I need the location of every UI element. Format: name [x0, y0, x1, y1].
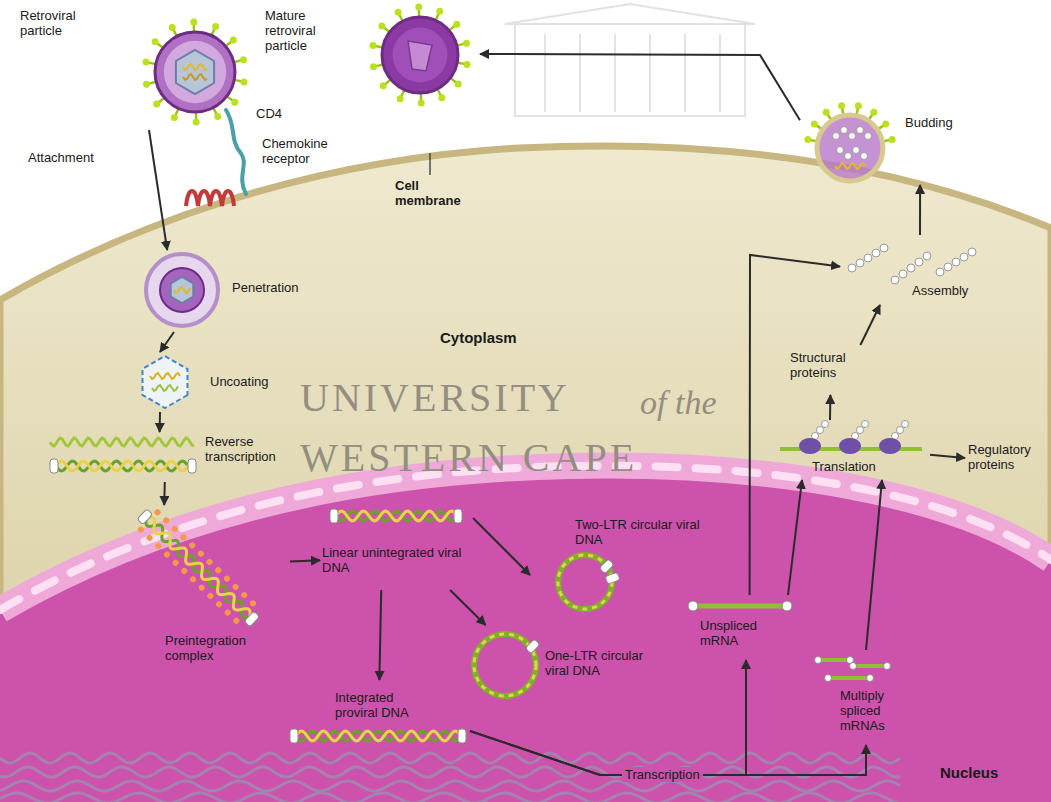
stage: Multiply spliced mRNAs [810, 650, 950, 745]
stage: One-LTR circular viral DNA [465, 625, 670, 705]
region-label: Nucleus [940, 765, 1020, 780]
label-holder: Chemokine receptor [262, 136, 342, 166]
stage: Unspliced mRNA [680, 595, 800, 660]
budding-figure [800, 95, 980, 185]
stage-label: Mature retroviral particle [265, 8, 340, 53]
part-label: Chemokine receptor [262, 136, 342, 166]
leader-line [429, 153, 430, 175]
virus-particle: Retroviral particle [15, 5, 250, 130]
label-holder: UNIVERSITY [300, 376, 620, 420]
stage-label: Translation [812, 459, 892, 474]
stage: Assembly [840, 235, 1000, 305]
stage-label: Budding [905, 115, 975, 130]
edge-label: Transcription [622, 767, 703, 782]
stage-label: Retroviral particle [20, 8, 100, 38]
stage: Translation [770, 420, 930, 480]
stage-label: Preintegration complex [165, 633, 265, 663]
stage-label: One-LTR circular viral DNA [545, 648, 665, 678]
stage: Structural proteins [780, 345, 900, 395]
stage: Two-LTR circular viral DNA [530, 515, 705, 615]
arrow [159, 412, 161, 432]
part-label: Cell membrane [395, 178, 470, 208]
stage-label: Linear unintegrated viral DNA [322, 545, 470, 575]
stage-label: Structural proteins [790, 350, 875, 380]
region-label: Cytoplasm [440, 330, 550, 345]
stage: Preintegration complex [120, 505, 290, 666]
stage-label: Regulatory proteins [968, 442, 1044, 472]
stage: Uncoating [125, 352, 300, 412]
stage: Budding [800, 95, 980, 185]
watermark: of the [640, 384, 740, 421]
edge-label-holder: Transcription [622, 767, 703, 782]
label-holder: Cell membrane [395, 178, 470, 208]
virus-particle: Mature retroviral particle [262, 3, 480, 105]
part-label: CD4 [256, 106, 296, 121]
stage-label: Assembly [912, 283, 992, 298]
stage-label: Two-LTR circular viral DNA [575, 517, 700, 547]
watermark: UNIVERSITY [300, 376, 620, 420]
stage-label: Reverse transcription [205, 434, 295, 464]
edge-label-holder: Attachment [28, 150, 94, 165]
stage: Reverse transcription [40, 432, 300, 482]
nucleus-region: Nucleus Preintegration complex Linear unin… [0, 425, 1051, 802]
stage-label: Integrated proviral DNA [335, 690, 435, 720]
edge-label: Attachment [28, 150, 94, 165]
label-holder: CD4 [256, 106, 296, 121]
stage: Penetration [140, 250, 310, 332]
stage: Integrated proviral DNA [285, 680, 470, 748]
stage: Linear unintegrated viral DNA [320, 500, 473, 590]
building-watermark [505, 4, 755, 116]
arrow [480, 54, 800, 120]
watermark: WESTERN CAPE [300, 436, 720, 480]
label-holder: WESTERN CAPE [300, 436, 720, 480]
cd4-receptor [226, 110, 246, 194]
label-holder: of the [640, 384, 740, 421]
arrow [829, 395, 831, 420]
stage-label: Penetration [232, 280, 307, 295]
arrow [919, 185, 921, 235]
stage-label: Unspliced mRNA [700, 618, 785, 648]
stage: Regulatory proteins [965, 440, 1047, 476]
stage-label: Uncoating [210, 374, 290, 389]
nucleus-shape [0, 425, 1051, 802]
arrow [290, 560, 320, 561]
stage-label: Multiply spliced mRNAs [840, 688, 912, 733]
